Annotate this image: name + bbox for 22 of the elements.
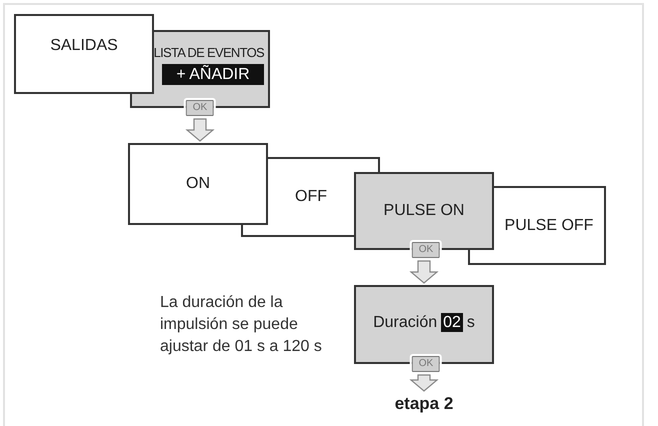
ok-button: OK [412,242,440,258]
screen-text: Duración [373,312,438,332]
option-screen [128,143,268,225]
arrow [409,374,439,392]
arrow [185,118,215,142]
ok-button: OK [412,356,440,372]
screen-text: ON [186,174,210,194]
screen-heading: LISTA DE EVENTOS [154,44,264,62]
option-screen [494,186,606,265]
screen-text: SALIDAS [50,36,118,56]
screen-text: s [466,312,475,332]
value-field: 02 [441,313,463,332]
step-label: etapa 2 [394,393,454,416]
arrow [409,260,439,284]
screen-text: PULSE ON [384,201,464,221]
option-screen [268,157,354,237]
note-text: La duración de la impulsión se puede ajustar de 01 s a 120 s [160,293,323,357]
screen-text: PULSE OFF [504,216,594,236]
ok-button: OK [186,100,214,116]
option-screen [14,14,154,94]
selected-menu-item: + AÑADIR [162,64,264,85]
screen-text: OFF [295,187,327,207]
